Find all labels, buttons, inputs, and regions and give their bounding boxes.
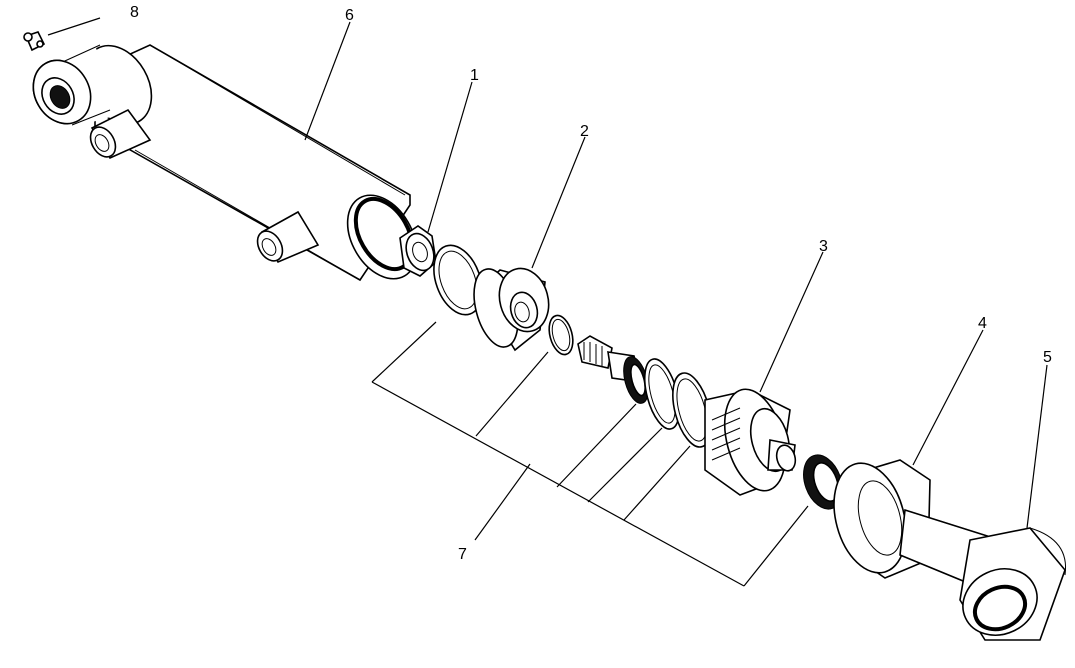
callout-7: 7 (458, 546, 467, 563)
callout-5: 5 (1043, 349, 1052, 366)
piston (473, 267, 550, 352)
callout-labels: 1 2 3 4 5 6 7 8 (130, 4, 1052, 563)
hex-nut (399, 225, 437, 277)
cylinder-barrel (32, 44, 418, 282)
rod-end-eye (899, 508, 1067, 641)
grease-fitting (23, 31, 46, 52)
callout-2: 2 (580, 123, 589, 140)
wear-ring (433, 244, 483, 316)
rod-assembly (577, 335, 797, 496)
small-o-ring (548, 314, 574, 356)
leader-lines (47, 17, 1048, 587)
callout-1: 1 (470, 67, 479, 84)
callout-6: 6 (345, 7, 354, 24)
callout-3: 3 (819, 238, 828, 255)
callout-8: 8 (130, 4, 139, 21)
wiper-seal (803, 454, 843, 510)
callout-4: 4 (978, 315, 987, 332)
